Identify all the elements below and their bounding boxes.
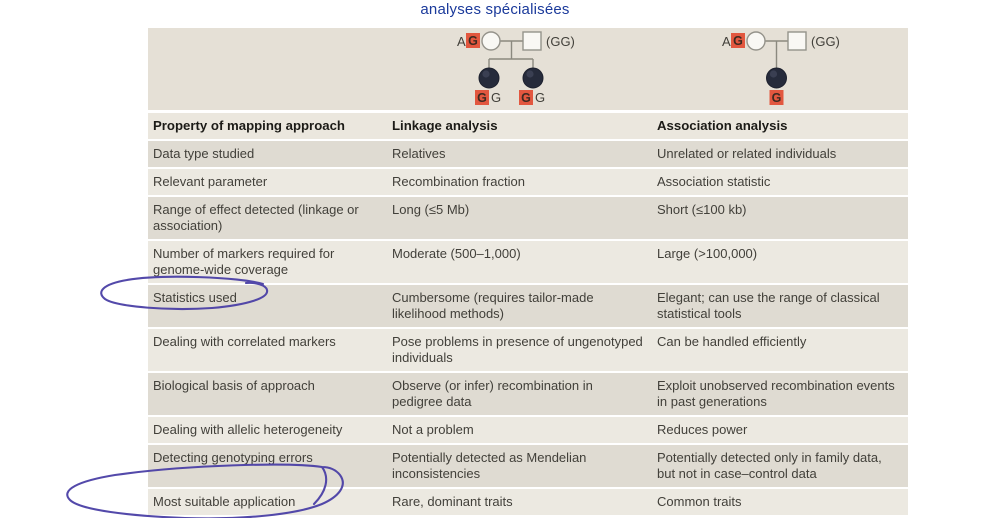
child2-normal-allele: G [535,90,545,105]
pedigree-band: A G (GG) G G G G A [148,28,908,110]
table-header-row: Property of mapping approach Linkage ana… [148,113,908,141]
table-row: Biological basis of approach Observe (or… [148,373,908,417]
mother-allele-g-label: G [733,34,743,48]
risk-allele-chip [466,33,480,48]
child-risk-allele: G [772,91,782,105]
table-row: Data type studied Relatives Unrelated or… [148,141,908,169]
cell-association: Reduces power [657,422,748,437]
cell-linkage: Cumbersome (requires tailor-made likelih… [392,290,594,321]
mother-circle [746,31,766,51]
row-label: Dealing with allelic heterogeneity [153,422,343,437]
header-property: Property of mapping approach [153,118,345,133]
child-highlight [769,70,778,78]
comparison-table: Property of mapping approach Linkage ana… [148,113,908,517]
mother-circle [481,31,501,51]
row-label: Number of markers required for genome-wi… [153,246,335,277]
risk-allele-chip [475,90,489,105]
father-genotype-label: (GG) [811,34,840,49]
row-label: Biological basis of approach [153,378,315,393]
cell-linkage: Moderate (500–1,000) [392,246,521,261]
cell-association: Elegant; can use the range of classical … [657,290,880,321]
figure-table: A G (GG) G G G G A [148,28,908,517]
cell-linkage: Potentially detected as Mendelian incons… [392,450,587,481]
row-label: Data type studied [153,146,255,161]
row-label: Range of effect detected (linkage or ass… [153,202,359,233]
cell-linkage: Recombination fraction [392,174,525,189]
table-row: Dealing with correlated markers Pose pro… [148,329,908,373]
pedigree-linkage: A G (GG) G G G G [457,31,575,105]
cell-association: Can be handled efficiently [657,334,807,349]
row-label: Most suitable application [153,494,296,509]
cell-linkage: Rare, dominant traits [392,494,513,509]
cell-association: Short (≤100 kb) [657,202,747,217]
mother-allele-g-label: G [468,34,478,48]
affected-child-circle [522,67,544,89]
cell-association: Unrelated or related individuals [657,146,837,161]
header-linkage: Linkage analysis [392,118,498,133]
risk-allele-chip [519,90,533,105]
child2-risk-allele: G [521,91,531,105]
table-row: Detecting genotyping errors Potentially … [148,445,908,489]
cell-association: Large (>100,000) [657,246,758,261]
mother-allele-a-label: A [457,34,466,49]
father-square [787,31,807,51]
table-row: Number of markers required for genome-wi… [148,241,908,285]
affected-child-circle [478,67,500,89]
child-highlight [526,70,534,78]
pedigree-association: A G (GG) G [722,31,840,105]
cell-association: Exploit unobserved recombination events … [657,378,895,409]
cell-linkage: Observe (or infer) recombination in pedi… [392,378,593,409]
header-association: Association analysis [657,118,788,133]
child1-normal-allele: G [491,90,501,105]
child1-risk-allele: G [477,91,487,105]
row-label: Dealing with correlated markers [153,334,336,349]
cell-linkage: Long (≤5 Mb) [392,202,470,217]
table-row: Relevant parameter Recombination fractio… [148,169,908,197]
child-highlight [482,70,490,78]
table-row: Dealing with allelic heterogeneity Not a… [148,417,908,445]
risk-allele-chip [769,90,784,105]
cell-linkage: Relatives [392,146,446,161]
cell-linkage: Pose problems in presence of ungenotyped… [392,334,643,365]
cell-association: Common traits [657,494,742,509]
cell-association: Association statistic [657,174,771,189]
row-label: Detecting genotyping errors [153,450,313,465]
table-row-most-suitable-application: Most suitable application Rare, dominant… [148,489,908,517]
table-row-statistics-used: Statistics used Cumbersome (requires tai… [148,285,908,329]
affected-child-circle [766,67,787,89]
table-row: Range of effect detected (linkage or ass… [148,197,908,241]
pedigree-diagrams: A G (GG) G G G G A [457,31,840,105]
row-label: Relevant parameter [153,174,268,189]
father-genotype-label: (GG) [546,34,575,49]
row-label: Statistics used [153,290,237,305]
mother-allele-a-label: A [722,34,731,49]
cell-association: Potentially detected only in family data… [657,450,882,481]
father-square [522,31,542,51]
risk-allele-chip [731,33,745,48]
cell-linkage: Not a problem [392,422,474,437]
page-title-link[interactable]: analyses spécialisées [420,1,570,18]
